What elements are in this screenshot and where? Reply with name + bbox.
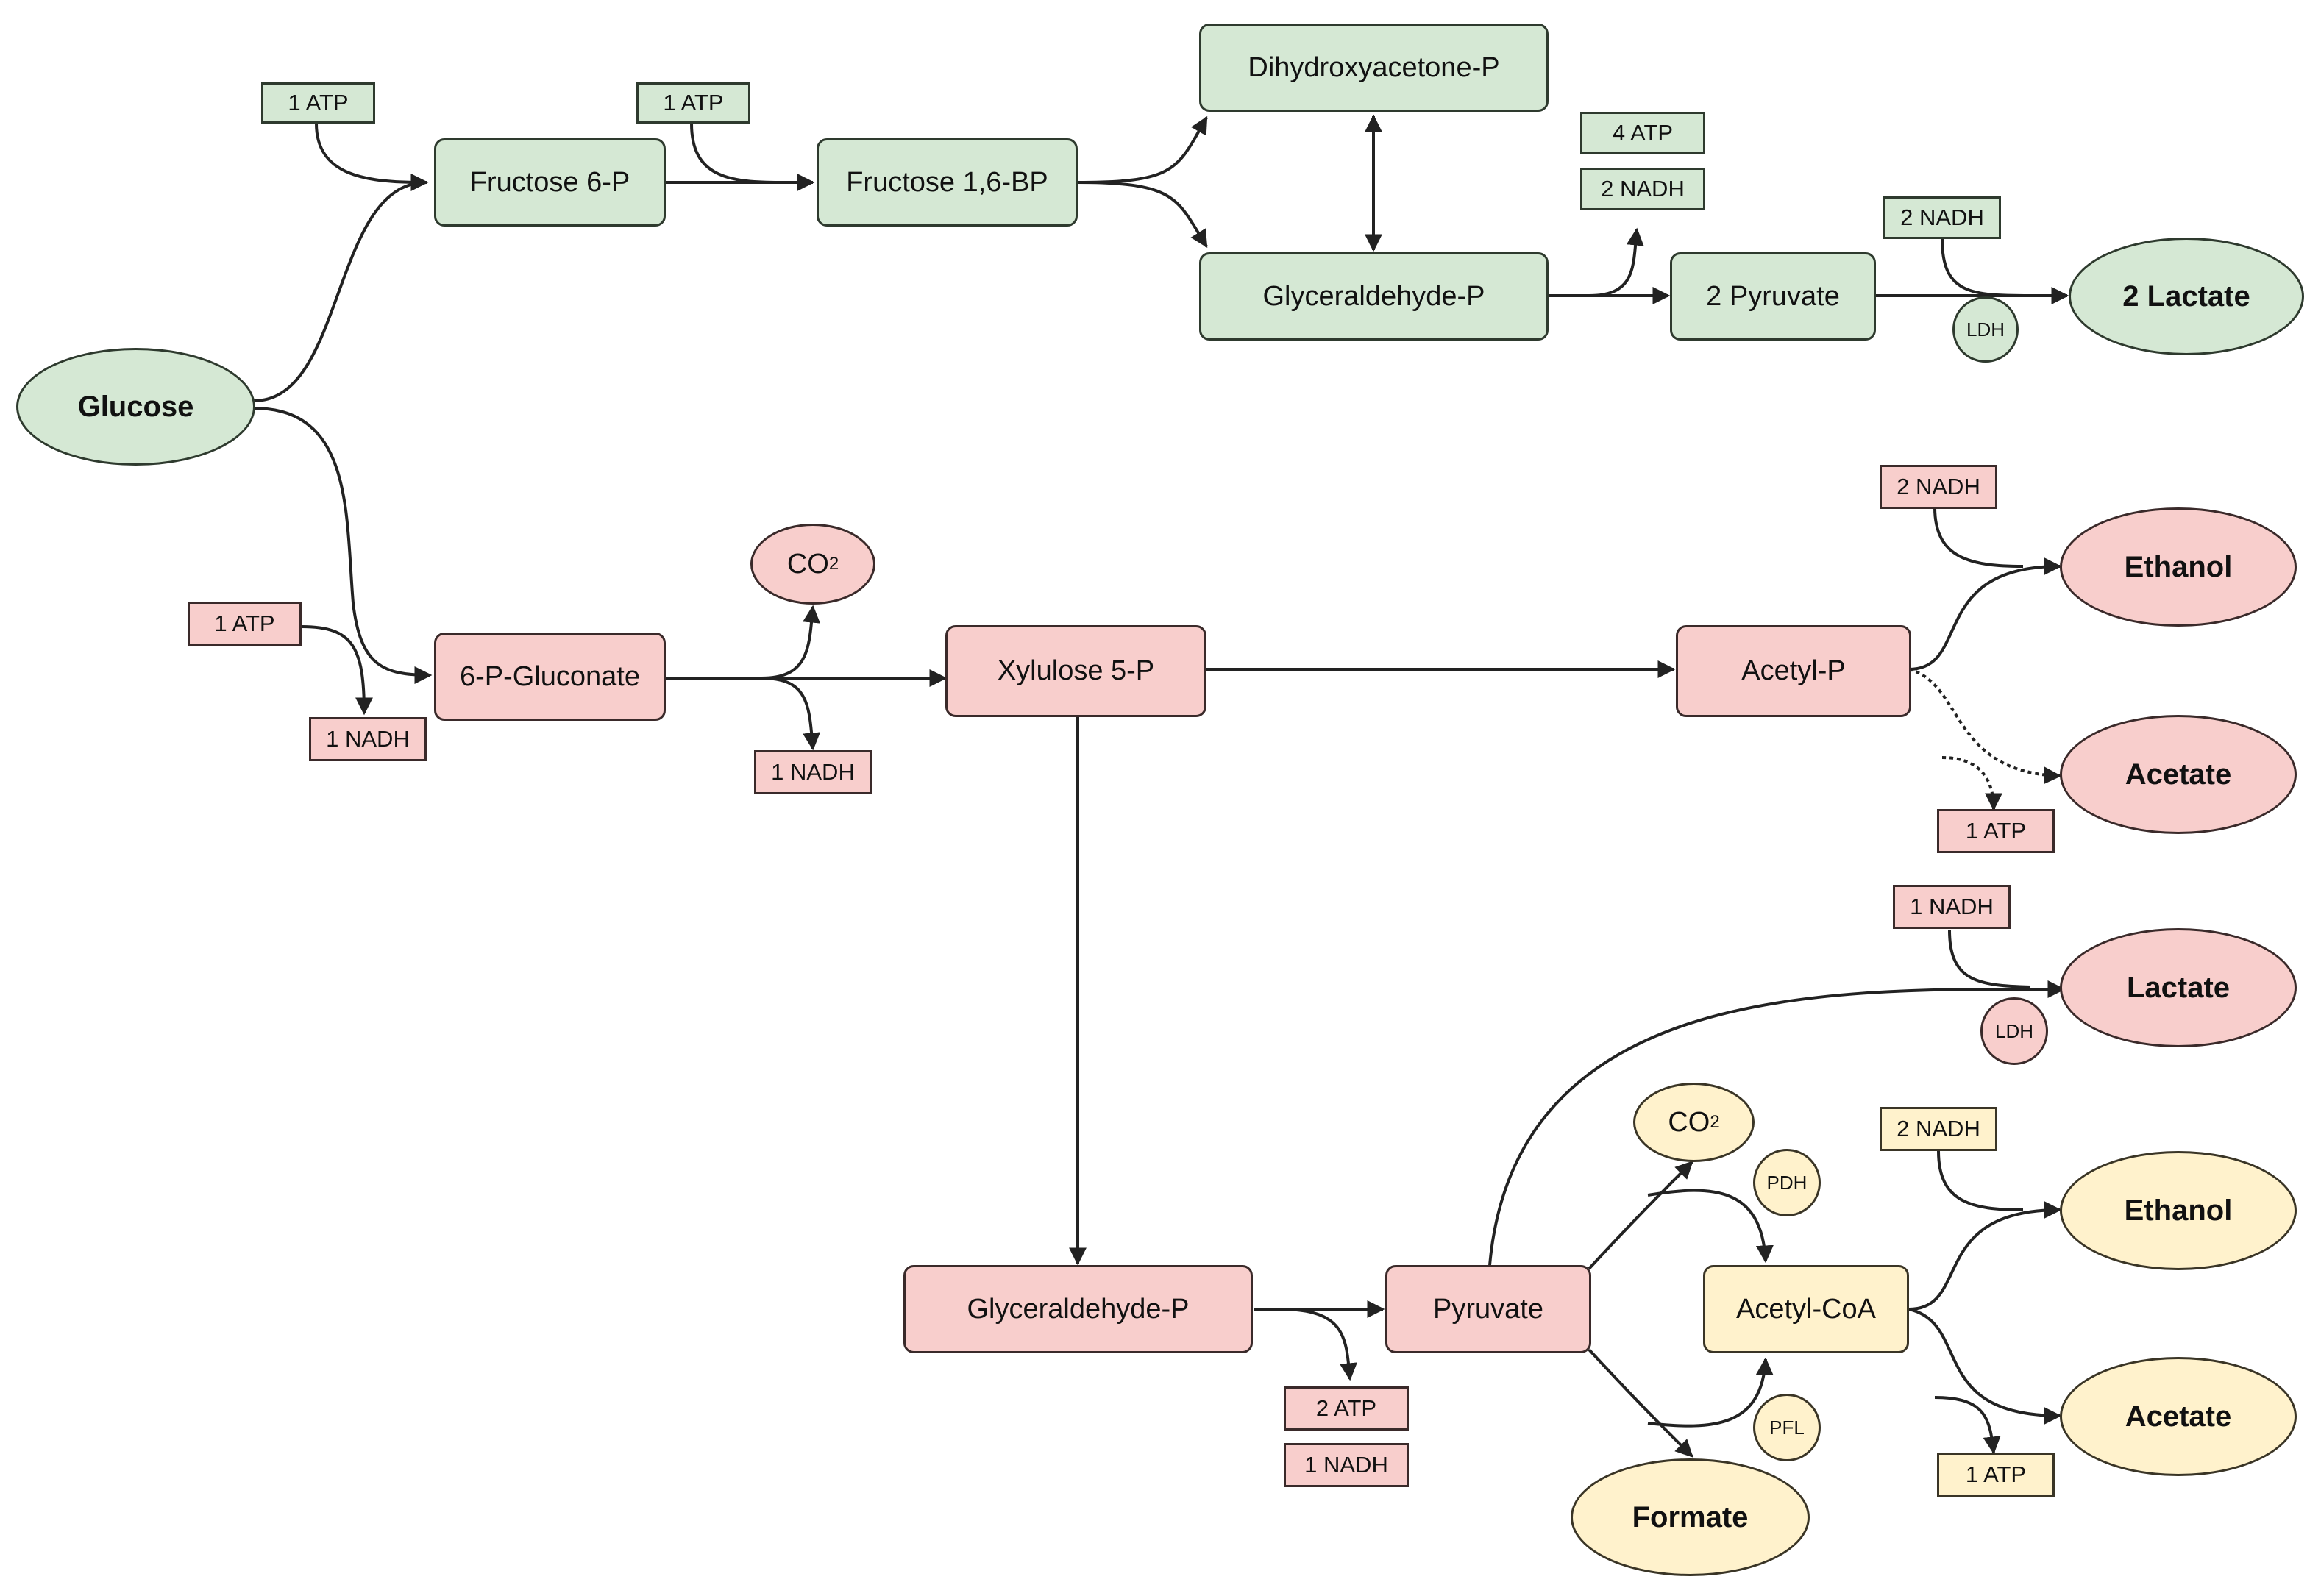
pdh-enzyme: PDH [1753,1149,1821,1216]
arrow-acetylp-acetate [1908,668,2062,785]
nadh-label: 2 NADH [1880,465,1997,509]
atp-label: 2 ATP [1284,1386,1409,1431]
arrow-acetylcoa-ethanol [1908,1201,2062,1311]
lactate-node: Lactate [2060,928,2297,1047]
xylulose-5p-node: Xylulose 5-P [945,625,1206,717]
arrow-nadh-ethanol [1933,507,2024,568]
acetate-node: Acetate [2060,1357,2297,1476]
nadh-label: 1 NADH [1284,1443,1409,1487]
arrow-glucose-fructose6p [253,174,429,402]
arrow-nadh-lactate [1941,238,2031,297]
gluconate-node: 6-P-Gluconate [434,633,666,721]
arrow-acetate-atp [1941,756,2002,811]
pyruvate-node: 2 Pyruvate [1670,252,1876,341]
glyceraldehyde-p-node: Glyceraldehyde-P [903,1265,1253,1353]
acetate-node: Acetate [2060,715,2297,834]
arrow-glucose-gluconate [253,407,433,684]
arrow-atp-fructose6p [315,123,424,184]
arrow-pyruvate-lactate2 [1488,980,2066,1266]
co2-subscript: 2 [828,554,839,574]
arrow-pyruvate-formate [1588,1348,1693,1458]
ethanol-node: Ethanol [2060,507,2297,627]
nadh-label: 2 NADH [1883,196,2001,239]
arrow-f16bp-gap [1077,181,1208,249]
nadh-label: 1 NADH [1893,885,2011,929]
pfl-enzyme: PFL [1753,1394,1821,1461]
arrow-atp-gluconate [301,625,373,716]
ldh-enzyme: LDH [1980,997,2048,1065]
formate-node: Formate [1571,1458,1810,1576]
nadh-label: 2 NADH [1580,168,1705,210]
arrow-gluconate-co2 [761,605,820,680]
arrow-acetylp-ethanol [1908,557,2062,671]
co2-text: CO [1668,1106,1710,1138]
ldh-enzyme: LDH [1952,296,2019,363]
acetyl-p-node: Acetyl-P [1676,625,1911,717]
nadh-label: 2 NADH [1880,1107,1997,1151]
fructose-6p-node: Fructose 6-P [434,138,666,227]
glyceraldehyde-p-node: Glyceraldehyde-P [1199,252,1549,341]
atp-label: 1 ATP [636,82,750,124]
atp-label: 1 ATP [1937,1453,2055,1497]
glucose-node: Glucose [16,348,255,466]
dihydroxyacetone-p-node: Dihydroxyacetone-P [1199,24,1549,112]
atp-label: 1 ATP [1937,809,2055,853]
arrow-gap2-atp [1279,1308,1357,1381]
arrow-nadh-ethanol2 [1937,1150,2024,1211]
co2-text: CO [786,548,829,580]
ethanol-node: Ethanol [2060,1151,2297,1270]
arrow-gap-atp [1588,227,1644,297]
acetyl-coa-node: Acetyl-CoA [1703,1265,1909,1353]
pyruvate-node: Pyruvate [1385,1265,1591,1353]
lactate-node: 2 Lactate [2069,238,2304,355]
arrow-acetate-atp2 [1934,1396,2001,1455]
arrow-nadh-lactate2 [1948,930,2031,988]
atp-label: 1 ATP [261,82,375,124]
nadh-label: 1 NADH [309,717,427,761]
arrow-acetylcoa-acetate [1908,1308,2062,1425]
nadh-label: 1 NADH [754,750,872,794]
atp-label: 1 ATP [188,602,302,646]
arrow-f16bp-dhap [1077,115,1208,184]
arrow-pfl-acetylcoa [1647,1357,1774,1428]
fructose-16bp-node: Fructose 1,6-BP [817,138,1078,227]
atp-label: 4 ATP [1580,112,1705,154]
arrow-atp2-f16bp [690,123,781,184]
arrow-pdh-acetylcoa [1647,1189,1774,1264]
arrow-pyruvate-co2 [1588,1161,1693,1270]
arrow-gluconate-nadh [761,677,821,751]
co2-subscript: 2 [1710,1112,1720,1132]
